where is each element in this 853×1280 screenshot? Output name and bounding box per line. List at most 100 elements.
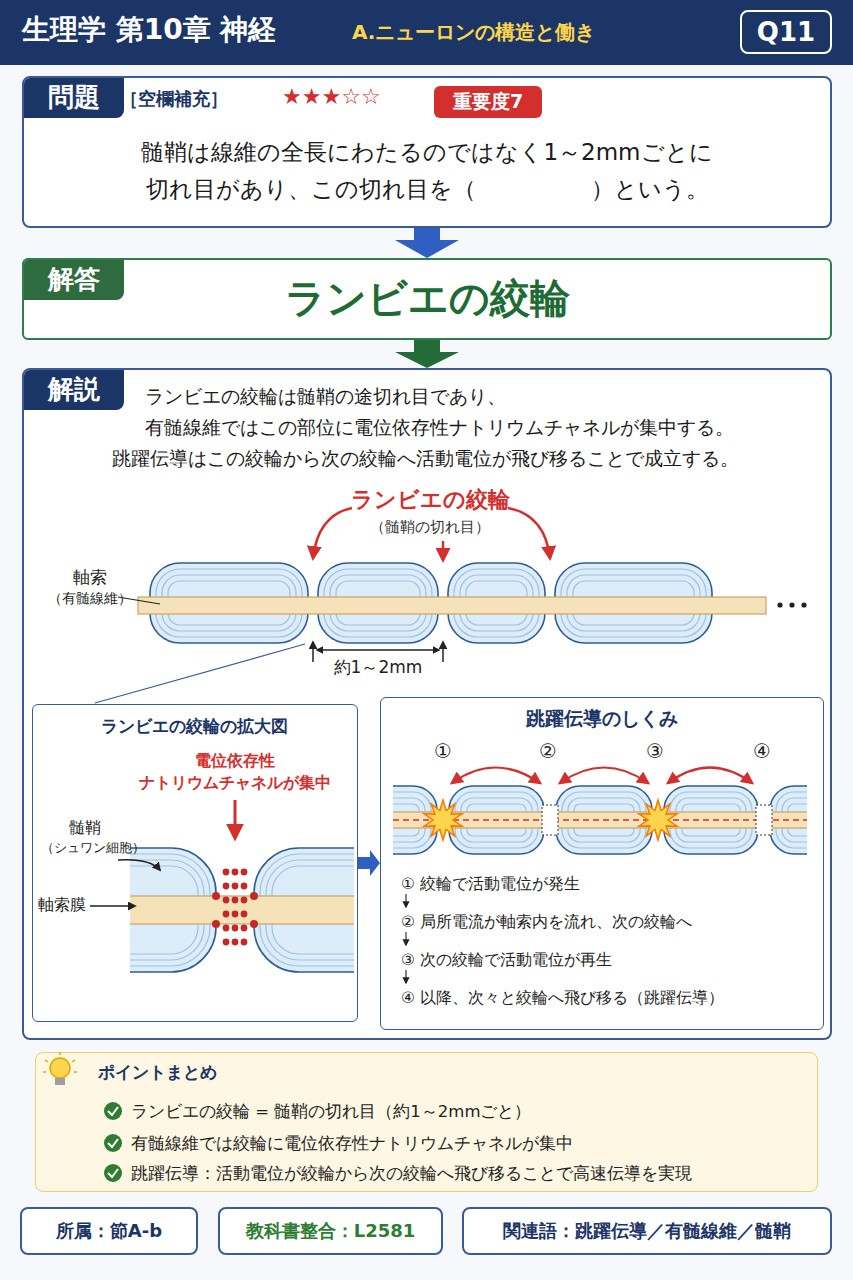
sodium-channel <box>212 892 220 900</box>
check-mark <box>108 1139 118 1147</box>
flow-arrow <box>395 340 459 368</box>
myelin-layer <box>156 569 302 637</box>
section-tab: 解説 <box>24 370 124 410</box>
myelin-layer <box>266 860 354 960</box>
myelin-layer <box>460 575 533 631</box>
part-label: 軸索 <box>55 566 125 588</box>
callout-number: ② <box>533 738 563 764</box>
node-text: 解答 <box>24 263 124 297</box>
check-icon <box>104 1134 122 1152</box>
node-body-text: 有髄線維では絞輪に電位依存性ナトリウムチャネルが集中 <box>131 1133 573 1154</box>
myelinated-axon <box>138 563 807 643</box>
dimension-tick <box>312 642 314 662</box>
myelin-layer <box>130 866 198 954</box>
enlarged-node <box>130 848 354 972</box>
bulb-ray <box>43 1071 46 1073</box>
footer-box: 所属：節A-b <box>20 1207 198 1255</box>
myelin-layer <box>130 854 210 966</box>
callout-number: ① <box>428 738 458 764</box>
myelin-sheath <box>449 786 544 854</box>
dimension-line <box>317 649 439 650</box>
callout-number: ④ <box>747 738 777 764</box>
action-potential-burst <box>639 800 677 840</box>
sodium-channel <box>232 897 239 904</box>
myelin-layer <box>670 792 752 848</box>
myelin-layer <box>330 575 426 631</box>
sodium-channel <box>241 939 248 946</box>
bulb-ray <box>59 1052 61 1055</box>
section-tab: 解答 <box>24 260 124 300</box>
part-label: 髄鞘 <box>50 818 120 839</box>
node-body-text: ④ 以降、次々と絞輪へ飛び移る（跳躍伝導） <box>401 988 724 1008</box>
bulb-icon <box>50 1058 70 1078</box>
sodium-channel <box>223 925 230 932</box>
action-potential-burst <box>424 800 462 840</box>
axon <box>138 597 766 614</box>
check-icon <box>104 1102 122 1120</box>
myelin-sheath <box>254 848 354 972</box>
pointer-arrow <box>118 860 160 870</box>
sodium-channel <box>232 925 239 932</box>
difficulty-stars: ★★★☆☆ <box>282 83 381 112</box>
step-arrow <box>405 894 406 907</box>
node-text: ランビエの絞輪の拡大図 <box>33 715 356 737</box>
myelin-layer <box>561 569 706 637</box>
conduction-axon <box>393 786 807 854</box>
node-text: 教科書整合：L2581 <box>220 1219 441 1242</box>
myelin-layer <box>776 792 807 848</box>
jump-arrow <box>452 768 540 784</box>
sodium-channel <box>232 883 239 890</box>
step-arrow <box>405 970 406 983</box>
illustration-group <box>43 508 850 1182</box>
sodium-channel <box>223 911 230 918</box>
callout-number: ③ <box>640 738 670 764</box>
node-text: 重要度7 <box>434 89 542 114</box>
myelin-layer <box>568 798 640 842</box>
callout-label: 電位依存性 ナトリウムチャネルが集中 <box>125 750 345 795</box>
node-text: ポイントまとめ <box>98 1061 217 1083</box>
continuation-dot <box>801 602 806 607</box>
page-title: 生理学 第10章 神経 <box>22 12 276 48</box>
myelin-layer <box>567 575 700 631</box>
continuation-dot <box>777 602 782 607</box>
node-text: ランビエの絞輪 <box>134 272 720 324</box>
node-body-text: 有髄線維ではこの部位に電位依存性ナトリウムチャネルが集中する。 <box>145 415 734 440</box>
callout-label: ランビエの絞輪 <box>320 486 540 515</box>
dimension-tick <box>442 642 444 662</box>
sodium-channel <box>212 920 220 928</box>
myelin-layer <box>466 581 527 625</box>
myelin-layer <box>574 804 634 836</box>
bulb-ray <box>45 1060 48 1062</box>
sodium-channel <box>241 897 248 904</box>
sodium-channel <box>223 939 230 946</box>
check-icon <box>104 1164 122 1182</box>
node-body-text: ③ 次の絞輪で活動電位が再生 <box>401 950 612 970</box>
callout-sublabel: （髄鞘の切れ目） <box>320 518 540 538</box>
node-body-text: 跳躍伝導はこの絞輪から次の絞輪へ活動電位が飛び移ることで成立する。 <box>112 446 739 471</box>
myelin-sheath <box>150 563 308 643</box>
myelin-layer <box>455 792 538 848</box>
node-text: 跳躍伝導のしくみ <box>381 706 822 731</box>
part-sublabel: （有髄線維） <box>35 589 145 607</box>
myelin-layer <box>272 866 354 954</box>
current-line <box>393 819 807 821</box>
myelin-layer <box>393 804 419 836</box>
myelin-layer <box>130 860 204 960</box>
footer-box: 関連語：跳躍伝導／有髄線維／髄鞘 <box>462 1207 832 1255</box>
sodium-channel <box>223 883 230 890</box>
myelin-sheath <box>130 848 216 972</box>
section-subtitle: A.ニューロンの構造と働き <box>352 19 595 45</box>
resting-node <box>542 805 558 835</box>
pointer-arrow <box>90 905 135 907</box>
node-body-text: ① 絞輪で活動電位が発生 <box>401 874 580 894</box>
footer-box: 教科書整合：L2581 <box>218 1207 443 1255</box>
sodium-channel <box>232 869 239 876</box>
check-mark <box>108 1107 118 1115</box>
myelin-sheath <box>318 563 438 643</box>
check-mark <box>108 1169 118 1177</box>
callout-arrow <box>313 508 352 558</box>
sodium-channel <box>241 925 248 932</box>
myelin-sheath <box>556 786 652 854</box>
